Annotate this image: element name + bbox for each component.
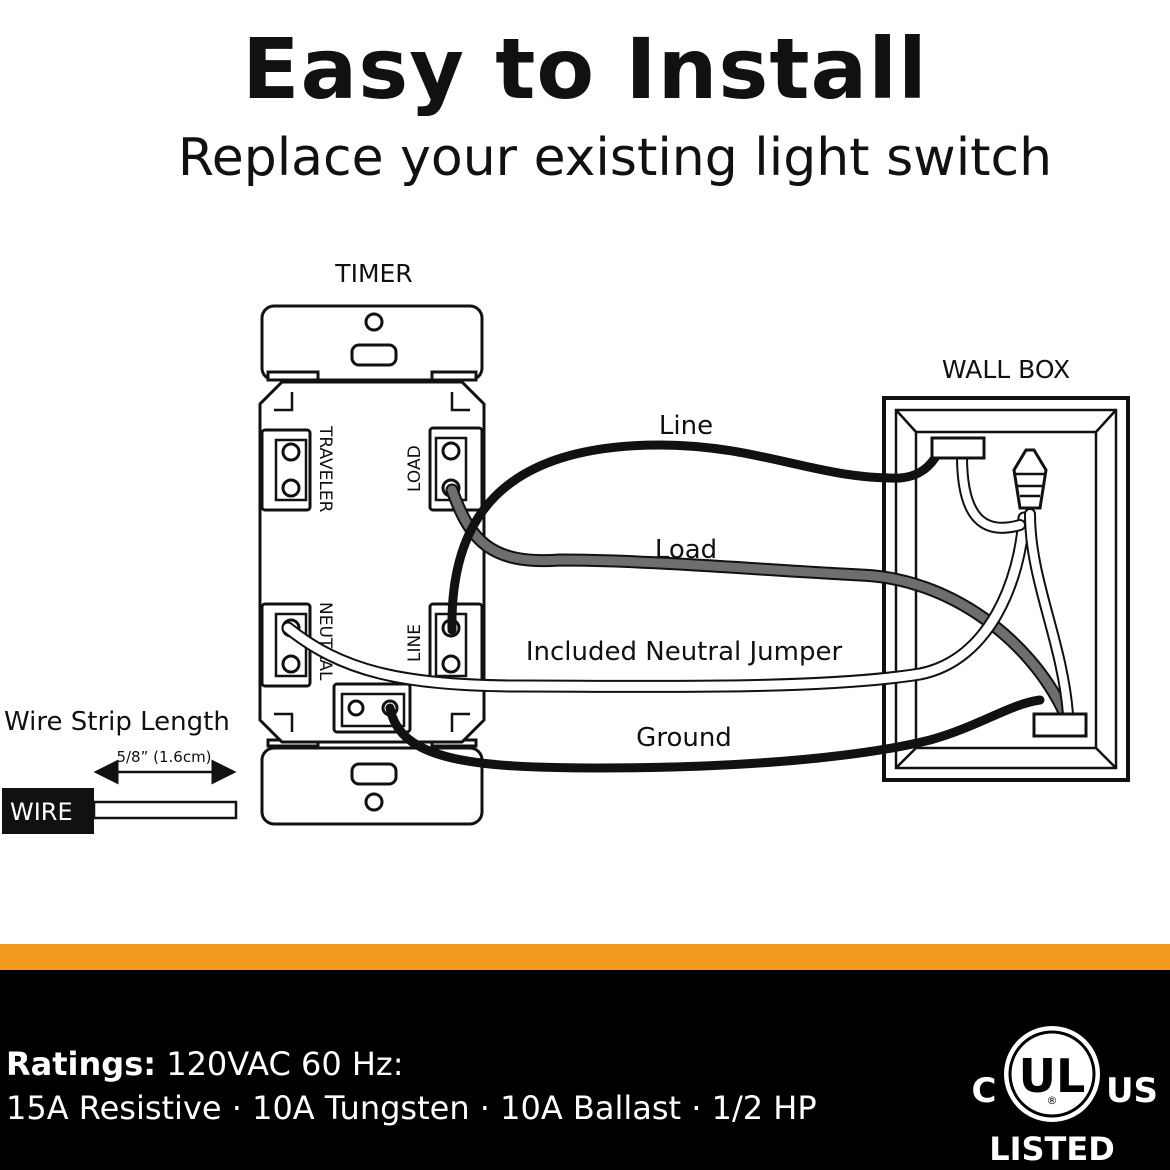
page-title: Easy to Install <box>242 20 928 118</box>
wall-box-outer <box>882 396 1130 782</box>
wire-insulation <box>2 788 94 834</box>
ratings-line-1: Ratings: 120VAC 60 Hz: <box>6 1042 817 1086</box>
line-label: LINE <box>405 624 425 662</box>
timer-device <box>258 304 486 826</box>
neutral-jumper-label: Included Neutral Jumper <box>526 637 843 667</box>
wiring-diagram: TIMER TRAVELER LOAD NEUTRAL LINE WALL BO… <box>2 259 1130 834</box>
traveler-label: TRAVELER <box>315 425 335 513</box>
top-mounting-ear <box>260 304 484 382</box>
ul-listed-text: LISTED <box>989 1130 1115 1168</box>
timer-label: TIMER <box>334 259 412 288</box>
top-slot <box>350 343 398 367</box>
ratings-voltage: 120VAC 60 Hz: <box>166 1045 404 1083</box>
ul-listed-mark: UL ® C US LISTED <box>972 1022 1158 1168</box>
line-wire-label: Line <box>659 411 713 441</box>
registered-mark: ® <box>1047 1094 1058 1107</box>
ul-us-letters: US <box>1106 1071 1158 1111</box>
ratings-block: Ratings: 120VAC 60 Hz: 15A Resistive · 1… <box>6 1042 817 1130</box>
ul-circle <box>1000 1022 1104 1126</box>
stripped-conductor <box>92 800 238 820</box>
wall-box-label: WALL BOX <box>942 355 1070 384</box>
wire-label: WIRE <box>10 798 73 826</box>
line-wire <box>447 440 947 635</box>
ground-wire-label: Ground <box>636 723 732 753</box>
load-wire <box>445 483 1071 719</box>
load-label: LOAD <box>405 445 425 492</box>
wall-box-inner <box>894 408 1118 770</box>
footer-band <box>0 970 1170 1170</box>
bottom-screw-hole <box>364 792 384 812</box>
ul-c-letter: C <box>972 1071 997 1111</box>
wire-strip-title: Wire Strip Length <box>4 707 230 737</box>
load-wire-label: Load <box>655 535 717 565</box>
bottom-mounting-ear <box>260 746 484 826</box>
top-screw-hole <box>364 312 384 332</box>
ratings-label: Ratings: <box>6 1045 157 1083</box>
wire-nut <box>1012 448 1048 510</box>
wire-strip-measure: 5/8” (1.6cm) <box>116 748 211 766</box>
ul-letters: UL <box>1019 1049 1086 1103</box>
ground-wire-connector <box>1032 712 1088 738</box>
ratings-line-2: 15A Resistive · 10A Tungsten · 10A Balla… <box>6 1089 817 1127</box>
page-subtitle: Replace your existing light switch <box>177 128 1053 188</box>
yoke-tabs <box>266 370 478 748</box>
line-wire-connector <box>930 436 986 460</box>
accent-stripe <box>0 944 1170 970</box>
ground-wire <box>385 695 1045 773</box>
bottom-slot <box>350 762 398 786</box>
